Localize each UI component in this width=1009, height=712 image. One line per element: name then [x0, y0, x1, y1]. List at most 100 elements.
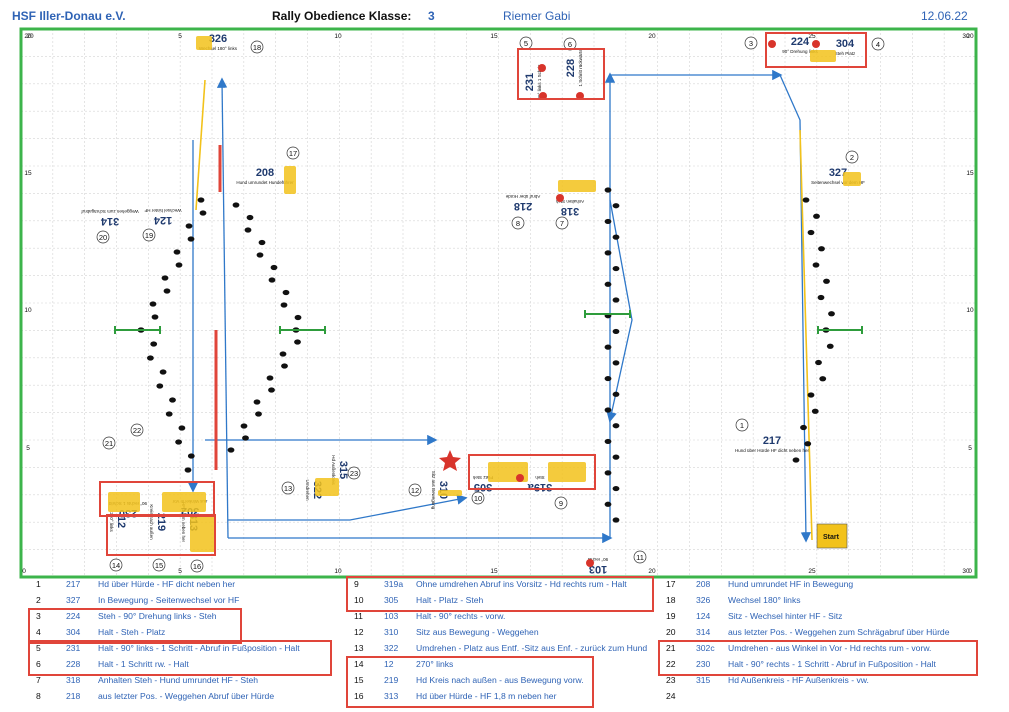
legend-code: 304	[66, 627, 81, 637]
station-number: 6	[568, 40, 572, 49]
station-code: 218	[514, 200, 532, 212]
legend-number: 9	[354, 579, 359, 589]
station-note: Kreis nach außen	[149, 504, 154, 540]
station-note: HF 1,8 m neben her	[181, 502, 186, 543]
station-note: 1 Schritt rückwärts	[578, 49, 583, 87]
legend-desc: Halt - 90° rechts - 1 Schritt - Abruf in…	[728, 659, 936, 669]
station-note: Abruf über Hürde	[505, 194, 540, 199]
paw-icon	[828, 311, 835, 317]
paw-icon	[253, 399, 261, 405]
paw-icon	[813, 213, 820, 219]
extras: Start	[439, 450, 848, 549]
paw-icon	[197, 197, 205, 203]
station-number-circle	[250, 40, 264, 54]
legend-code: 218	[66, 691, 81, 701]
station-code: 217	[763, 435, 781, 447]
paw-icon	[187, 453, 195, 459]
station-code: 314	[100, 215, 119, 227]
station-number-circle	[152, 558, 166, 572]
paw-icon	[823, 278, 830, 284]
paw-icon	[280, 302, 288, 308]
station-note: Steh	[535, 475, 545, 480]
legend-code: 124	[696, 611, 711, 621]
highlight-box	[517, 48, 605, 100]
paw-icon	[792, 457, 800, 463]
station-number: 15	[155, 561, 163, 570]
station-number: 19	[145, 231, 153, 240]
legend-code: 302c	[696, 643, 715, 653]
paw-icon	[612, 454, 620, 460]
paw-icon	[149, 301, 157, 307]
sign-plate	[108, 492, 140, 512]
paw-icon	[163, 288, 171, 294]
paw-icon	[612, 517, 620, 523]
legend-number: 11	[354, 611, 363, 621]
legend-desc: Wechsel 180° links	[728, 595, 801, 605]
station-number-circle	[554, 496, 568, 510]
station-number: 1	[740, 421, 744, 430]
paw-icon	[612, 297, 620, 303]
legend-number: 13	[354, 643, 364, 653]
paw-icon	[612, 423, 620, 429]
station-note: Weggehen zum Schrägabruf	[81, 209, 139, 214]
paw-icon	[240, 423, 248, 429]
route	[187, 69, 813, 544]
legend-desc: Hund umrundet HF in Bewegung	[728, 579, 854, 589]
paw-icon	[826, 343, 834, 349]
legend-number: 3	[36, 611, 41, 621]
station-number: 22	[133, 426, 141, 435]
station-note: Sitz aus Bewegung	[431, 471, 436, 510]
sign-plate	[438, 490, 462, 496]
legend-number: 5	[36, 643, 41, 653]
station-number: 8	[516, 219, 520, 228]
legend-code: 219	[384, 675, 399, 685]
legend-highlight	[28, 640, 332, 676]
hurdles	[114, 310, 863, 334]
paw-icon	[187, 236, 195, 242]
tick-label: 0	[22, 568, 26, 575]
legend-desc: In Bewegung - Seitenwechsel vor HF	[98, 595, 240, 605]
legend-desc: 270° links	[416, 659, 454, 669]
paw-icon	[268, 277, 276, 283]
paw-icon	[817, 294, 825, 301]
paw-icon	[604, 438, 612, 445]
page-title: Rally Obedience Klasse:	[272, 9, 412, 23]
club-name: HSF Iller-Donau e.V.	[12, 9, 126, 23]
paw-icon	[604, 187, 612, 193]
legend-number: 4	[36, 627, 41, 637]
sign-plate	[548, 462, 586, 482]
legend-number: 17	[666, 579, 676, 589]
sign-plate	[196, 36, 212, 50]
station-note: Seitenwechsel vor dem HF	[811, 180, 865, 185]
legend-number: 16	[354, 691, 364, 701]
station-number: 10	[474, 494, 482, 503]
legend-desc: Sitz aus Bewegung - Weggehen	[416, 627, 539, 637]
station-number-circle	[633, 550, 647, 564]
paw-icon	[802, 197, 810, 203]
tick-label: 0	[968, 568, 972, 575]
tick-label: 20	[966, 33, 974, 40]
tick-label: 10	[24, 307, 32, 314]
station-number-circle	[102, 436, 116, 450]
legend-code: 103	[384, 611, 399, 621]
paw-icon	[612, 265, 620, 272]
paw-icon	[604, 218, 612, 225]
paw-icon	[255, 411, 262, 417]
tick-label: 5	[26, 445, 30, 452]
paw-icon	[151, 314, 159, 320]
paw-icon	[185, 223, 193, 229]
highlight-boxes	[99, 32, 867, 556]
station-note: 270° links	[109, 512, 114, 532]
station-code: 12	[115, 516, 127, 528]
station-number: 4	[876, 40, 880, 49]
station-code: 304	[836, 38, 855, 50]
legend-number: 15	[354, 675, 364, 685]
legend-desc: Hd Außenkreis - HF Außenkreis - vw.	[728, 675, 869, 685]
paw-icon	[294, 339, 301, 345]
paw-icon	[612, 328, 620, 335]
